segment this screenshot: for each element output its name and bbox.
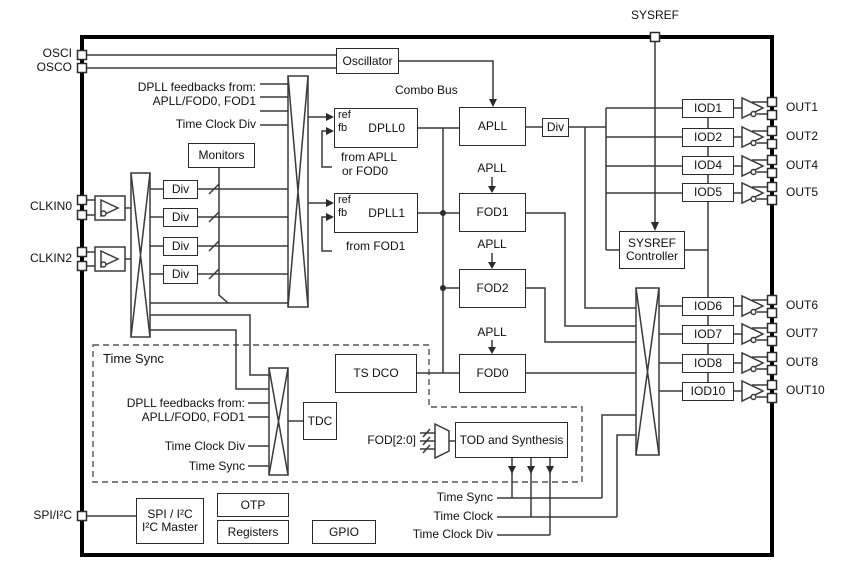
time-sync-mux-icon xyxy=(268,367,289,476)
div-block-1: Div xyxy=(163,180,198,199)
out5-label: OUT5 xyxy=(786,185,819,199)
dpll1-ref-label: ref xyxy=(338,194,351,206)
arrowheads xyxy=(326,99,659,474)
iod5-block: IOD5 xyxy=(682,183,734,202)
fod0-block: FOD0 xyxy=(459,354,526,393)
bottom-time-clock-div-label: Time Clock Div xyxy=(412,527,493,541)
registers-block: Registers xyxy=(217,520,289,544)
mux-symbols xyxy=(130,75,660,476)
sysref-pin-label: SYSREF xyxy=(630,8,679,22)
dpll0-ref-label: ref xyxy=(338,109,351,121)
input-crossbar-mux-icon xyxy=(130,172,151,338)
out1-label: OUT1 xyxy=(786,100,819,114)
apll-block: APLL xyxy=(459,107,526,146)
ts-time-clock-div-label: Time Clock Div xyxy=(164,439,245,453)
apll-signal-label-3: APLL xyxy=(477,325,507,339)
from-fod1-label: from FOD1 xyxy=(346,239,406,253)
iod10-block: IOD10 xyxy=(682,382,734,401)
dpll1-fb-label: fb xyxy=(338,207,348,219)
osci-pin xyxy=(76,49,88,61)
fod-select-mux-icon xyxy=(434,422,450,460)
fod-2-0-label: FOD[2:0] xyxy=(367,433,416,447)
ts-time-sync-label: Time Sync xyxy=(188,459,245,473)
fod1-block: FOD1 xyxy=(459,193,526,232)
otp-block: OTP xyxy=(217,493,289,517)
bottom-time-clock-label: Time Clock xyxy=(433,509,493,523)
div-block-3: Div xyxy=(163,237,198,256)
ts-feedbacks-label-1: DPLL feedbacks from: xyxy=(126,396,245,410)
chip-outline xyxy=(80,35,774,557)
bottom-time-sync-label: Time Sync xyxy=(436,490,493,504)
output-mux-icon xyxy=(635,287,660,456)
iod8-block: IOD8 xyxy=(682,354,734,373)
spi-i2c-master-block: SPI / I²C I²C Master xyxy=(136,498,204,544)
iod4-block: IOD4 xyxy=(682,156,734,175)
out8-label: OUT8 xyxy=(786,355,819,369)
osco-pin-label: OSCO xyxy=(36,60,72,74)
clkin2-pin-p xyxy=(76,246,88,258)
dpll-feedbacks-label-1: DPLL feedbacks from: xyxy=(137,80,256,94)
clkin2-buffer-icon xyxy=(94,246,126,272)
output-driver-icons xyxy=(734,96,767,403)
clkin2-pin-label: CLKIN2 xyxy=(29,251,72,265)
or-fod0-label: or FOD0 xyxy=(342,164,389,178)
out2-label: OUT2 xyxy=(786,129,819,143)
junction-dots xyxy=(440,210,446,291)
fod2-block: FOD2 xyxy=(459,269,526,308)
sysref-controller-block: SYSREF Controller xyxy=(619,231,685,269)
clkin0-pin-n xyxy=(76,209,88,221)
monitors-block: Monitors xyxy=(188,143,255,168)
time-sync-region-title: Time Sync xyxy=(103,351,164,366)
dpll-feedbacks-label-2: APLL/FOD0, FOD1 xyxy=(152,94,256,108)
div-block-4: Div xyxy=(163,265,198,284)
from-apll-label: from APLL xyxy=(341,150,398,164)
iod2-block: IOD2 xyxy=(682,128,734,147)
out10-label: OUT10 xyxy=(786,383,825,397)
time-sync-dashed-outline xyxy=(92,344,583,483)
oscillator-block: Oscillator xyxy=(336,48,399,74)
gpio-block: GPIO xyxy=(312,520,376,544)
ts-feedbacks-label-2: APLL/FOD0, FOD1 xyxy=(141,410,245,424)
tdc-block: TDC xyxy=(303,402,337,440)
clkin0-pin-label: CLKIN0 xyxy=(29,199,72,213)
div-block-2: Div xyxy=(163,208,198,227)
out7-label: OUT7 xyxy=(786,326,819,340)
dpll0-fb-label: fb xyxy=(338,122,348,134)
reference-mux-icon xyxy=(287,75,309,308)
apll-signal-label-1: APLL xyxy=(477,161,507,175)
out6-label: OUT6 xyxy=(786,298,819,312)
iod1-block: IOD1 xyxy=(682,99,734,118)
time-clock-div-ref-label: Time Clock Div xyxy=(175,117,256,131)
clkin0-buffer-icon xyxy=(94,195,126,221)
iod6-block: IOD6 xyxy=(682,297,734,316)
spi-pin-label: SPI/I²C xyxy=(33,508,72,522)
apll-div-block: Div xyxy=(542,118,569,137)
apll-signal-label-2: APLL xyxy=(477,237,507,251)
spi-pin xyxy=(76,510,88,522)
tod-synthesis-block: TOD and Synthesis xyxy=(455,422,568,458)
osco-pin xyxy=(76,62,88,74)
clkin0-pin-p xyxy=(76,194,88,206)
package-pins xyxy=(76,31,778,522)
combo-bus-label: Combo Bus xyxy=(395,83,458,97)
out4-label: OUT4 xyxy=(786,158,819,172)
ts-dco-block: TS DCO xyxy=(335,354,417,393)
sysref-pin xyxy=(649,31,661,43)
iod7-block: IOD7 xyxy=(682,325,734,344)
osci-pin-label: OSCI xyxy=(42,46,72,60)
clkin2-pin-n xyxy=(76,260,88,272)
